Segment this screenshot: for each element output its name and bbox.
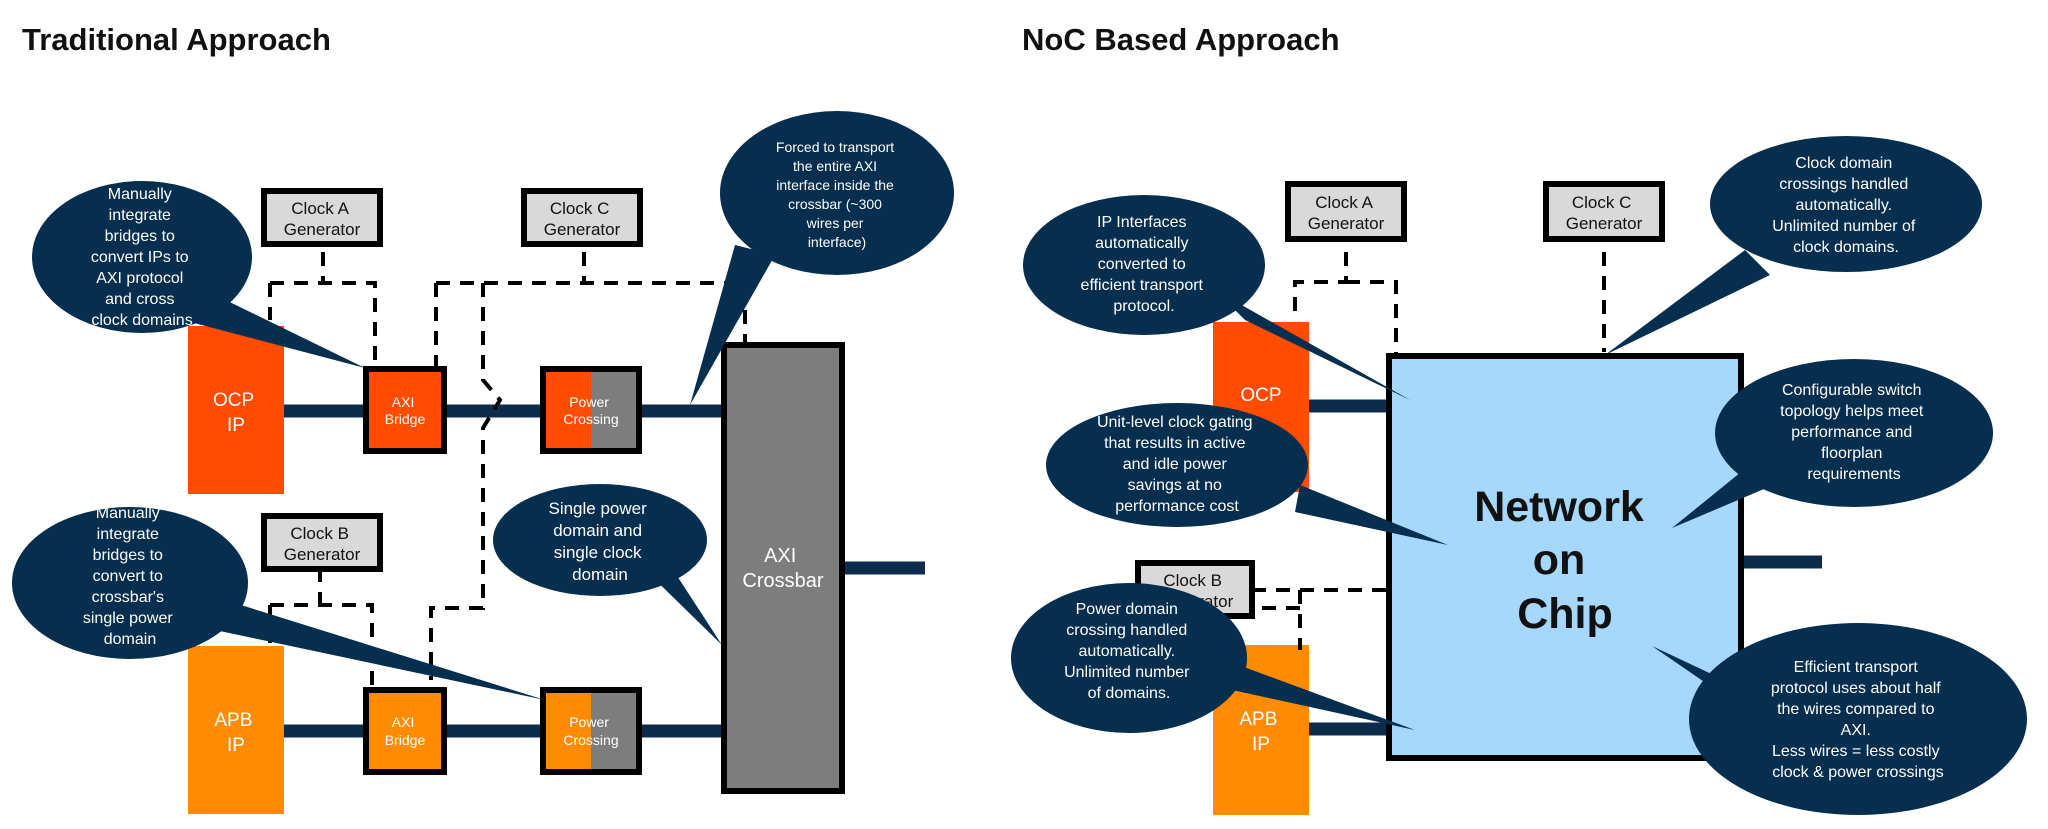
- power-crossing-bottom: [540, 687, 642, 775]
- ocp-ip-block: [188, 326, 284, 494]
- callout-single-domain: Single power domain and single clock dom…: [493, 484, 722, 645]
- axi-bridge-bottom: [363, 687, 447, 775]
- noc-clock-a-dashed-line: [1293, 252, 1398, 355]
- noc-approach-diagram: OCP APB IP Network on Chip Clock A Gener…: [1011, 136, 2027, 815]
- svg-text:Power domain crossing: Power domain crossing handled automatica…: [1064, 601, 1194, 702]
- svg-text:Single power domain an: Single power domain and single clock dom…: [548, 499, 651, 584]
- axi-crossbar-label: AXI Crossbar: [742, 545, 823, 592]
- noc-clock-b-dashed-line: [1252, 588, 1390, 650]
- power-crossing-top-label: Power Crossing: [563, 394, 618, 427]
- svg-text:Forced to transport th: Forced to transport the entire AXI inter…: [776, 139, 898, 250]
- axi-bridge-bottom-label: AXI Bridge: [385, 714, 426, 748]
- callout-switch-topology: Configurable switch topology helps meet …: [1672, 359, 1993, 528]
- svg-text:Configurable switch to: Configurable switch topology helps meet …: [1780, 382, 1928, 483]
- clock-a-generator-label: Clock A Generator: [284, 199, 361, 239]
- noc-clock-c-generator-label: Clock C Generator: [1566, 193, 1643, 233]
- axi-crossbar: [721, 342, 845, 794]
- noc-clock-c-generator: [1543, 181, 1665, 242]
- noc-clock-a-generator-label: Clock A Generator: [1308, 193, 1385, 233]
- power-crossing-top: [540, 366, 642, 454]
- ocp-ip-label: OCP IP: [213, 390, 259, 436]
- clock-c-generator-label: Clock C Generator: [544, 199, 621, 239]
- power-crossing-bottom-right: [591, 690, 639, 772]
- network-on-chip-label: Network on Chip: [1474, 483, 1656, 638]
- power-crossing-bottom-left: [543, 690, 591, 772]
- noc-approach-title: NoC Based Approach: [1022, 22, 1340, 57]
- callout-ip-interfaces: IP Interfaces automatically converted to…: [1023, 195, 1410, 400]
- axi-bridge-top: [363, 366, 447, 454]
- network-on-chip-block: [1386, 353, 1744, 761]
- svg-text:IP Interfaces automati: IP Interfaces automatically converted to…: [1081, 214, 1208, 315]
- callout-efficient-transport: Efficient transport protocol uses about …: [1652, 623, 2027, 815]
- clock-b-generator: [261, 513, 383, 572]
- callout-apb-bridges: Manually integrate bridges to convert to…: [12, 505, 545, 700]
- noc-clock-a-generator: [1285, 181, 1407, 242]
- noc-apb-ip-label: APB IP: [1239, 709, 1282, 755]
- callout-clock-gating: Unit-level clock gating that results in …: [1046, 403, 1448, 545]
- traditional-approach-title: Traditional Approach: [22, 22, 331, 57]
- svg-text:Manually integrate: Manually integrate bridges to convert to…: [83, 505, 177, 648]
- clock-c-generator: [521, 188, 643, 247]
- callout-clock-domains: Clock domain crossings handled automatic…: [1605, 136, 1982, 355]
- svg-text:Efficient transport pr: Efficient transport protocol uses about …: [1771, 659, 1945, 781]
- apb-ip-block: [188, 646, 284, 814]
- power-crossing-top-left: [543, 369, 591, 451]
- callout-ocp-bridges: Manually integrate bridges to convert IP…: [32, 181, 365, 368]
- power-crossing-top-right: [591, 369, 639, 451]
- clock-a-dashed-line: [268, 252, 377, 368]
- svg-text:Manually integrate: Manually integrate bridges to convert IP…: [91, 186, 193, 329]
- axi-bridge-top-label: AXI Bridge: [385, 394, 426, 427]
- traditional-approach-diagram: OCP IP APB IP AXI Bridge AXI Bridge Powe…: [12, 111, 954, 814]
- noc-ocp-ip-label: OCP: [1240, 385, 1281, 406]
- svg-text:Clock domain crossings: Clock domain crossings handled automatic…: [1772, 155, 1920, 256]
- apb-ip-label: APB IP: [214, 710, 257, 756]
- clock-b-generator-label: Clock B Generator: [284, 524, 361, 564]
- callout-power-domain: Power domain crossing handled automatica…: [1011, 583, 1415, 733]
- clock-a-generator: [261, 188, 383, 247]
- power-crossing-bottom-label: Power Crossing: [563, 714, 618, 748]
- svg-text:Unit-level clock gating: Unit-level clock gating that results in …: [1097, 414, 1257, 515]
- callout-axi-transport: Forced to transport the entire AXI inter…: [690, 111, 954, 405]
